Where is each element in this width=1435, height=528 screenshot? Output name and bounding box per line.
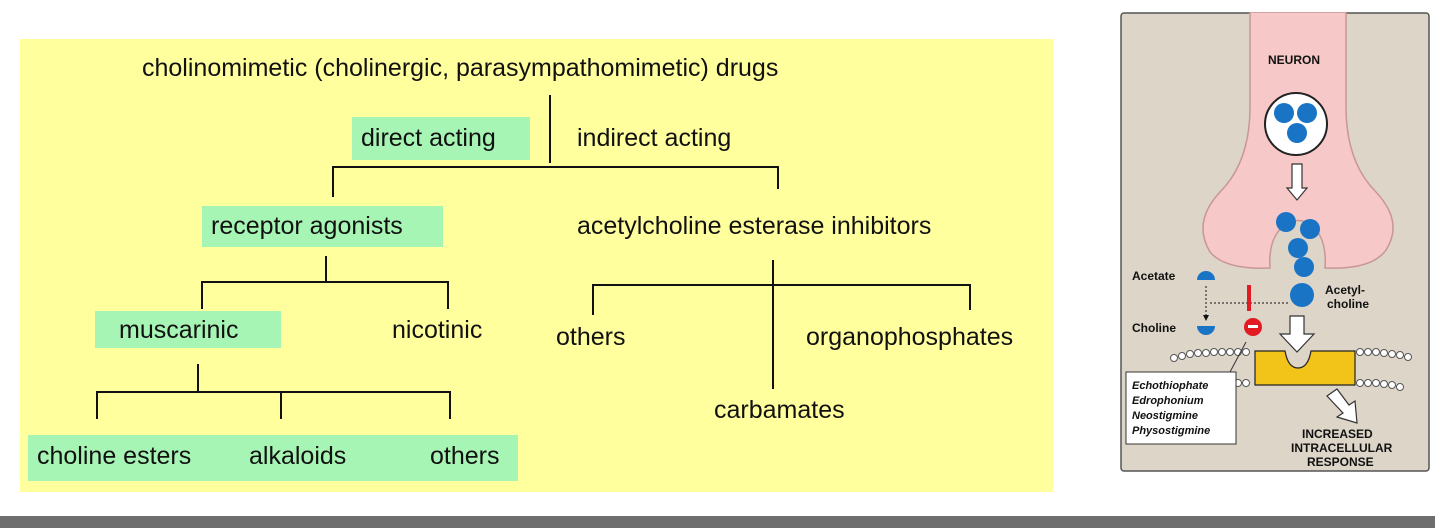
acetate-label: Acetate: [1132, 269, 1176, 283]
acetylcholine-label-2: choline: [1327, 297, 1369, 311]
nicotinic-label: nicotinic: [392, 316, 483, 344]
release-arrow: [1285, 163, 1309, 201]
alkaloids-label: alkaloids: [249, 442, 347, 470]
carbamates-label: carbamates: [714, 396, 845, 424]
ach-molecule: [1294, 257, 1314, 277]
direct-acting-label: direct acting: [361, 124, 496, 152]
classification-panel: cholinomimetic (cholinergic, parasympath…: [20, 39, 1053, 492]
inhibition-bar-icon: [1247, 285, 1251, 311]
muscarinic-label: muscarinic: [119, 316, 239, 344]
response-line-2: INTRACELLULAR: [1291, 441, 1393, 455]
acetate-icon: [1197, 271, 1215, 280]
ach-molecule: [1274, 103, 1294, 123]
ache-inhibitors-label: acetylcholine esterase inhibitors: [577, 212, 932, 240]
drug-physostigmine: Physostigmine: [1132, 425, 1210, 437]
binding-arrow: [1278, 315, 1316, 353]
root-drug-class: cholinomimetic (cholinergic, parasympath…: [142, 54, 779, 82]
receptor-agonists-highlight: [202, 206, 443, 247]
choline-icon: [1197, 326, 1215, 335]
receptor-agonists-label: receptor agonists: [211, 212, 403, 240]
choline-label: Choline: [1132, 321, 1176, 335]
others-muscarinic-label: others: [430, 442, 500, 470]
synapse-figure: NEURON Acetate Choline Acetyl- choline: [1120, 11, 1430, 472]
ach-molecule: [1288, 238, 1308, 258]
organophosphates-label: organophosphates: [806, 323, 1014, 351]
drug-echothiophate: Echothiophate: [1132, 380, 1208, 392]
bottom-bar: [0, 516, 1435, 528]
choline-esters-highlight: [28, 435, 518, 481]
ach-molecule: [1276, 212, 1296, 232]
inhibitor-drug-list: [1125, 371, 1237, 445]
ach-molecule: [1287, 123, 1307, 143]
tree-connectors: [96, 95, 971, 419]
response-arrow: [1326, 388, 1358, 424]
ach-molecule: [1297, 103, 1317, 123]
ach-molecule: [1300, 219, 1320, 239]
acetylcholine-label-1: Acetyl-: [1325, 283, 1365, 297]
muscarinic-highlight: [95, 311, 281, 348]
drug-list-pointer: [1229, 341, 1247, 373]
choline-esters-label: choline esters: [37, 442, 192, 470]
response-line-3: RESPONSE: [1307, 455, 1374, 469]
synapse-illustration: NEURON Acetate Choline Acetyl- choline: [1120, 11, 1430, 472]
direct-acting-highlight: [352, 117, 530, 160]
drug-neostigmine: Neostigmine: [1132, 410, 1198, 422]
neuron-label: NEURON: [1268, 53, 1320, 67]
response-line-1: INCREASED: [1302, 427, 1373, 441]
acetylcholine-molecule: [1290, 283, 1314, 307]
others-ache-label: others: [556, 323, 626, 351]
drug-edrophonium: Edrophonium: [1132, 395, 1204, 407]
minus-sign: [1248, 325, 1258, 328]
indirect-acting-label: indirect acting: [577, 124, 732, 152]
receptor: [1254, 350, 1356, 386]
